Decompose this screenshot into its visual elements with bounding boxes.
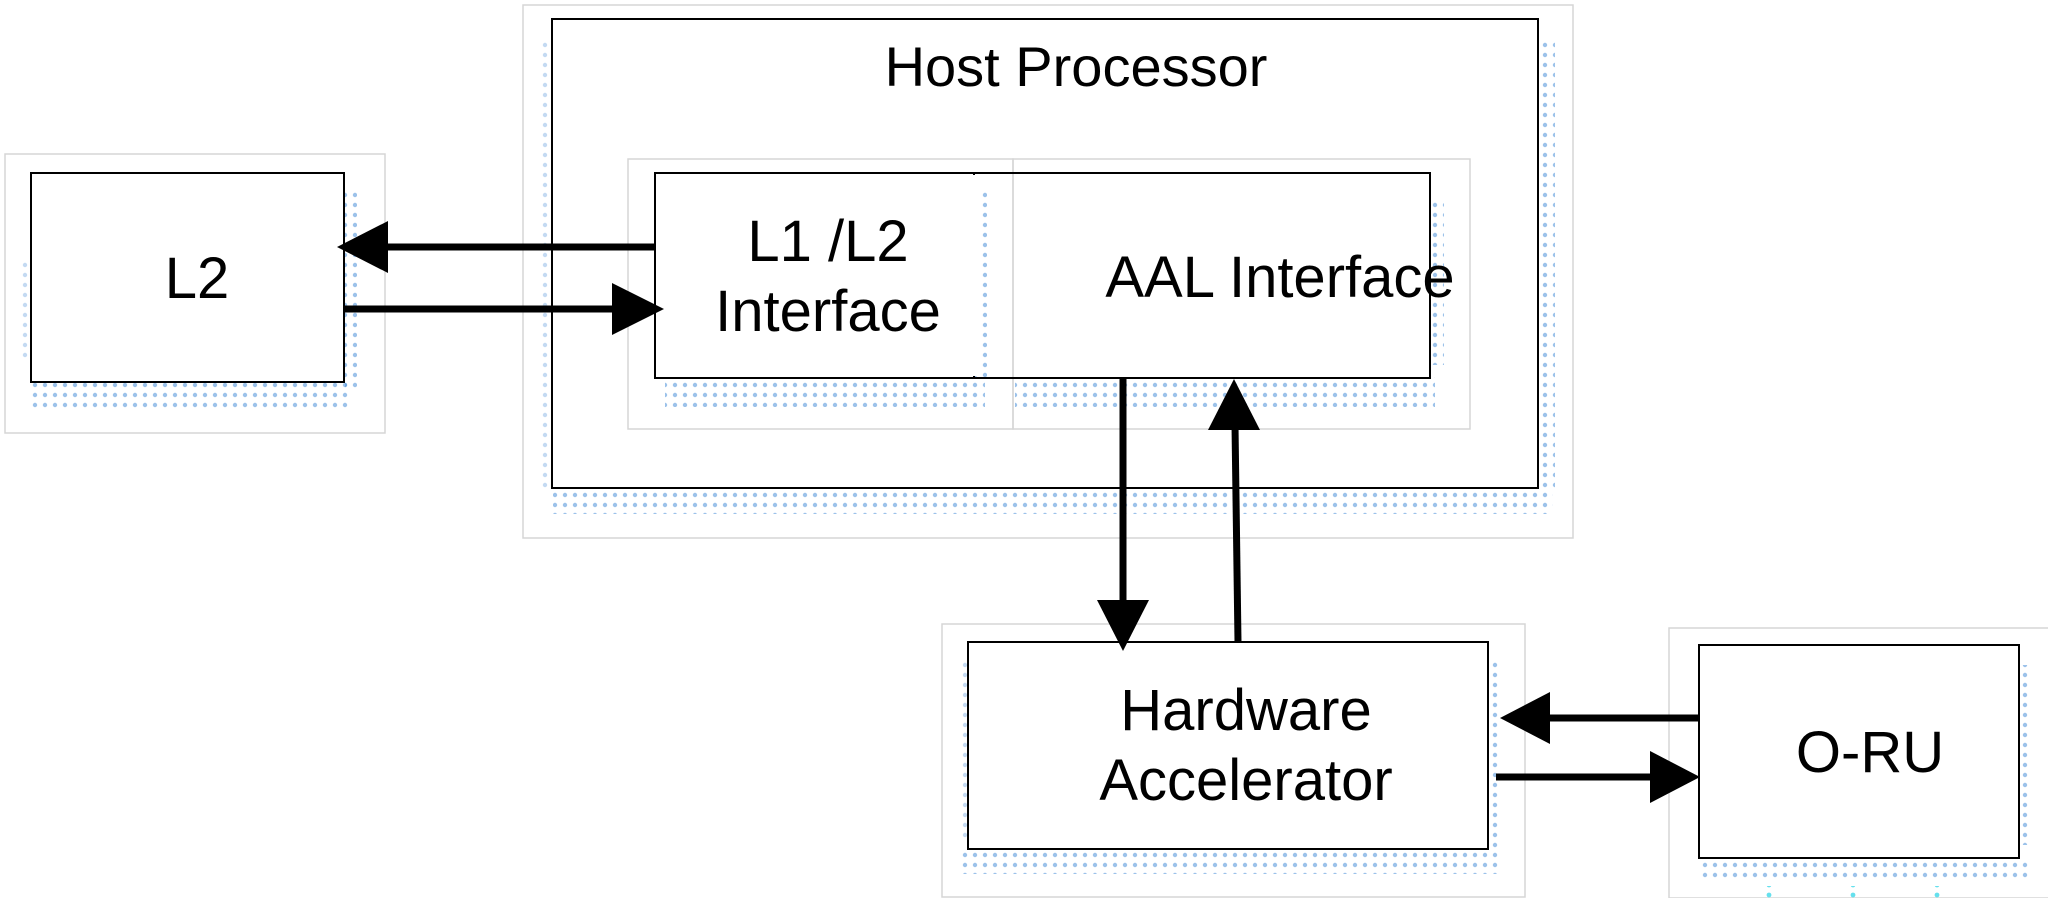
l2-label: L2	[165, 246, 230, 311]
l2-frame	[4, 153, 386, 434]
arrow-oru-to-hwacc	[1500, 692, 1699, 744]
l1-l2-interface-shadow-bottom	[665, 377, 985, 407]
oru-shadow-right	[2020, 665, 2032, 845]
l1-l2-interface-label-line2: Interface	[715, 279, 941, 344]
l1-l2-interface-label-line1: L1 /L2	[747, 209, 908, 274]
oru-label: O-RU	[1796, 720, 1944, 785]
l1-l2-interface-node: L1 /L2 Interface	[654, 172, 987, 407]
oru-shadow-cyan	[1752, 886, 2012, 898]
host-processor-frame	[522, 4, 1574, 539]
host-processor-shadow-bottom	[553, 488, 1553, 514]
oru-node: O-RU	[1668, 627, 2048, 898]
aal-interface-shadow-right	[1432, 200, 1444, 365]
l2-box	[30, 172, 345, 383]
hardware-accelerator-label-line1: Hardware	[1120, 678, 1371, 743]
hardware-accelerator-node: Hardware Accelerator	[941, 623, 1526, 898]
oru-shadow-bottom	[1700, 858, 2030, 882]
l2-node: L2	[4, 153, 386, 434]
hardware-accelerator-frame	[941, 623, 1526, 898]
arrows	[337, 221, 1700, 803]
hardware-accelerator-shadow-right	[1488, 660, 1502, 850]
l2-shadow-right	[345, 190, 357, 390]
arrow-hwacc-to-oru	[1496, 751, 1700, 803]
hardware-accelerator-shadow-left	[958, 660, 968, 840]
host-processor-group: Host Processor	[522, 4, 1574, 539]
l2-shadow-bottom	[32, 383, 352, 411]
host-processor-shadow-left	[540, 40, 550, 490]
host-processor-box	[551, 18, 1539, 489]
arrow-hwacc-to-aal	[1208, 379, 1260, 643]
arrow-l2-to-l1l2	[344, 283, 664, 335]
host-processor-title: Host Processor	[885, 35, 1268, 98]
l1-l2-interface-box	[654, 172, 975, 379]
host-processor-shadow-right	[1537, 40, 1555, 490]
hardware-accelerator-label-line2: Accelerator	[1099, 748, 1392, 813]
aal-interface-divider-mask	[972, 175, 978, 376]
l2-shadow-left	[20, 260, 30, 360]
hardware-accelerator-shadow-bottom	[962, 848, 1502, 874]
arrow-aal-to-hwacc	[1097, 378, 1149, 651]
aal-interface-node: AAL Interface	[972, 172, 1455, 407]
oru-box	[1698, 644, 2020, 859]
hardware-accelerator-box	[967, 641, 1489, 850]
aal-interface-label: AAL Interface	[1105, 245, 1454, 310]
arrow-l1l2-to-l2	[337, 221, 655, 273]
